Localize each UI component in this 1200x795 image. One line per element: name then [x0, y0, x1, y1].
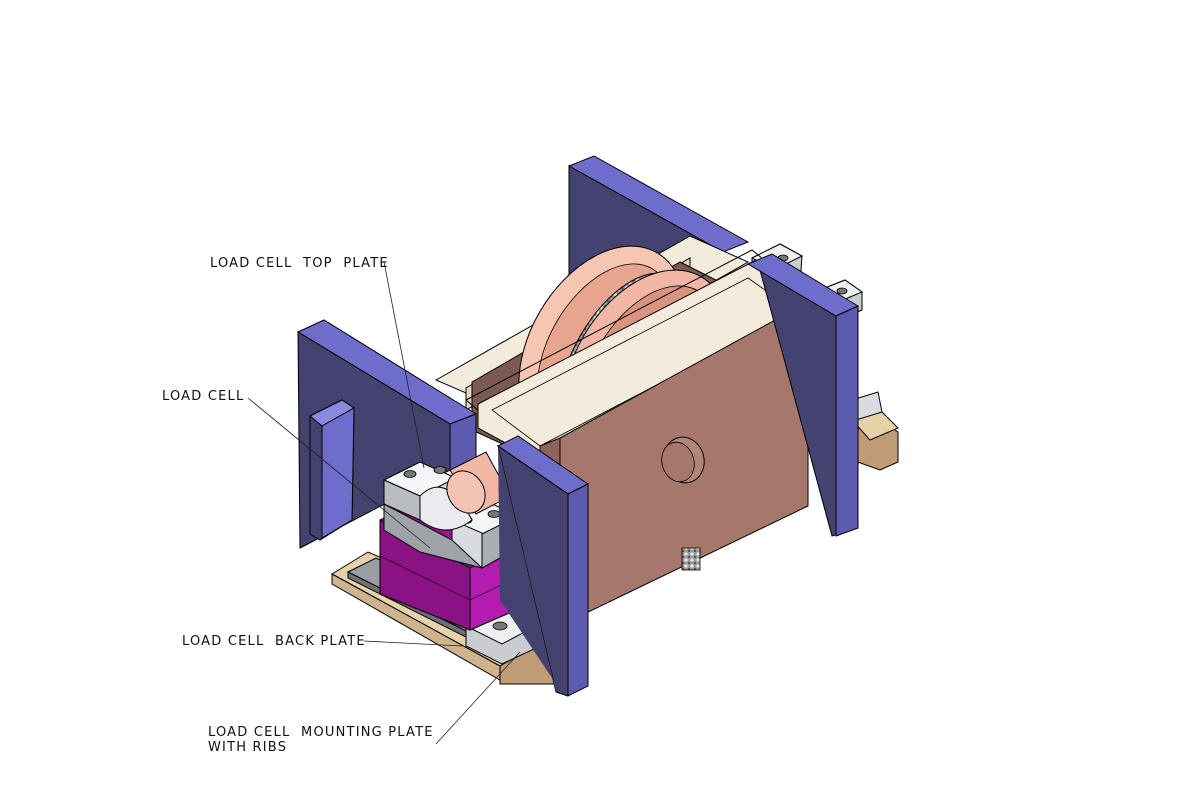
- label-load-cell: LOAD CELL: [162, 389, 245, 404]
- leader-back-plate: [363, 640, 463, 647]
- front-left-side-plate: [497, 435, 589, 697]
- label-mounting-plate-line1: LOAD CELL MOUNTING PLATE: [208, 725, 434, 740]
- rear-mounting-base: [851, 391, 899, 471]
- leader-mounting-plate: [435, 651, 521, 745]
- bottom-stud: [681, 547, 701, 571]
- leader-top-plate: [383, 261, 425, 469]
- leader-lines: [247, 261, 521, 745]
- label-mounting-plate-line2: WITH RIBS: [208, 740, 288, 755]
- label-top-plate: LOAD CELL TOP PLATE: [210, 256, 389, 271]
- left-side-plate: [296, 319, 478, 549]
- shaft: [446, 451, 511, 515]
- front-right-side-plate: [746, 253, 860, 537]
- label-back-plate: LOAD CELL BACK PLATE: [182, 634, 366, 649]
- leader-load-cell: [247, 397, 431, 549]
